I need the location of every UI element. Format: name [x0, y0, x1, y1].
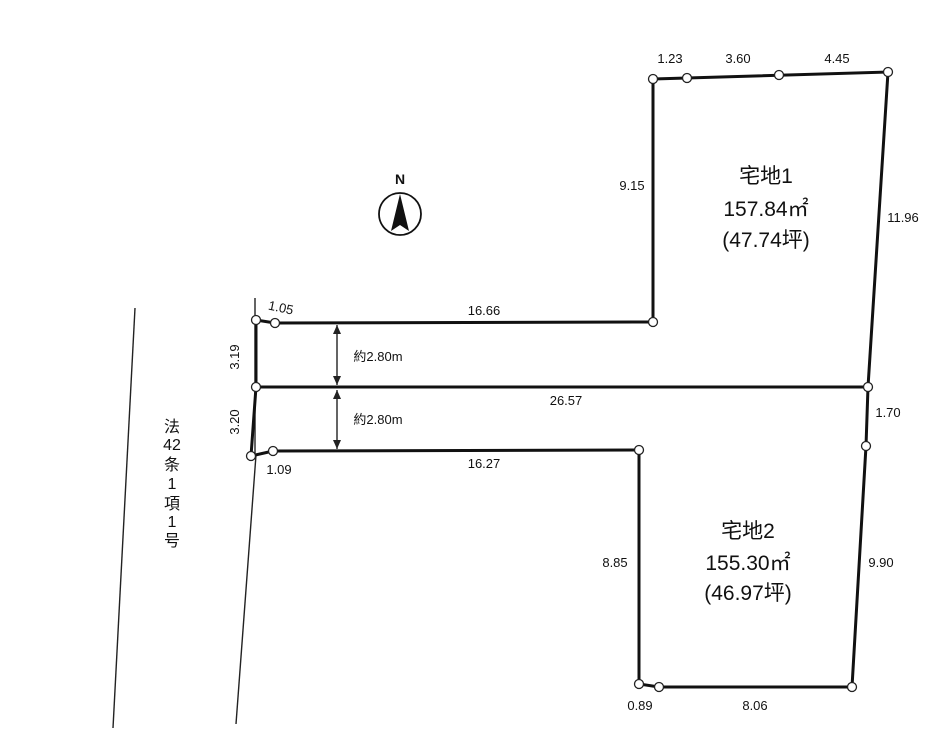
width-arrow-upper — [333, 325, 341, 385]
road-label-char: 1 — [168, 476, 177, 493]
vertex-marker — [267, 445, 279, 457]
vertex-marker — [773, 69, 785, 81]
lot2-name: 宅地2 — [721, 520, 775, 543]
vertex-marker — [633, 678, 645, 690]
vertex-marker — [269, 317, 281, 329]
dim-top-c: 4.45 — [824, 51, 849, 66]
lot1-area-tsubo: (47.74坪) — [722, 229, 810, 252]
width-upper: 約2.80m — [353, 349, 402, 364]
dim-center-line: 26.57 — [550, 393, 583, 408]
width-arrow-lower — [333, 390, 341, 449]
vertex-marker — [250, 381, 262, 393]
vertex-markers — [245, 66, 894, 693]
dim-west-bottom: 3.20 — [227, 409, 242, 434]
vertex-marker — [862, 381, 874, 393]
road-label-char: 法 — [164, 418, 180, 436]
dim-west-top: 3.19 — [227, 344, 242, 369]
dim-lot2-east: 9.90 — [868, 555, 893, 570]
north-arrow: N — [378, 171, 422, 236]
road-edge-line-left — [112, 307, 136, 729]
dim-top-b: 3.60 — [725, 51, 750, 66]
vertex-marker — [647, 316, 659, 328]
dim-east-jog: 1.70 — [875, 405, 900, 420]
dim-lot1-east: 11.96 — [887, 210, 919, 225]
vertex-marker — [653, 681, 665, 693]
dim-driveway-north: 16.66 — [468, 303, 501, 318]
width-lower: 約2.80m — [353, 412, 402, 427]
dim-bottom-a: 0.89 — [627, 698, 652, 713]
lot2-area-m2: 155.30㎡ — [705, 551, 790, 575]
dim-driveway-south: 16.27 — [468, 456, 501, 471]
lot1-boundary — [254, 70, 890, 389]
road-edge-line-right — [235, 454, 257, 725]
vertex-marker — [647, 73, 659, 85]
lot1-area-m2: 157.84㎡ — [723, 197, 808, 221]
vertex-marker — [633, 444, 645, 456]
vertex-marker — [882, 66, 894, 78]
dim-top-a: 1.23 — [657, 51, 682, 66]
dim-corner-bottom: 1.09 — [266, 462, 291, 477]
lot2-boundary — [249, 385, 870, 689]
vertex-marker — [846, 681, 858, 693]
dim-corner-top: 1.05 — [267, 298, 295, 318]
dim-bottom-b: 8.06 — [742, 698, 767, 713]
road-label-char: 号 — [164, 532, 180, 550]
road-designation: 法 42 条 1 項 1 号 — [163, 418, 181, 550]
vertex-marker — [860, 440, 872, 452]
north-label: N — [395, 171, 405, 187]
road-label-char: 条 — [164, 456, 180, 474]
lot2-area-tsubo: (46.97坪) — [704, 582, 792, 605]
dim-lot1-west: 9.15 — [619, 178, 644, 193]
north-arrow-needle-icon — [391, 194, 409, 231]
road-label-char: 1 — [168, 514, 177, 531]
road-label-char: 項 — [164, 496, 180, 513]
vertex-marker — [245, 450, 257, 462]
lot1-name: 宅地1 — [739, 165, 793, 188]
road-label-char: 42 — [163, 437, 181, 454]
vertex-marker — [681, 72, 693, 84]
dim-lot2-west: 8.85 — [602, 555, 627, 570]
vertex-marker — [250, 314, 262, 326]
